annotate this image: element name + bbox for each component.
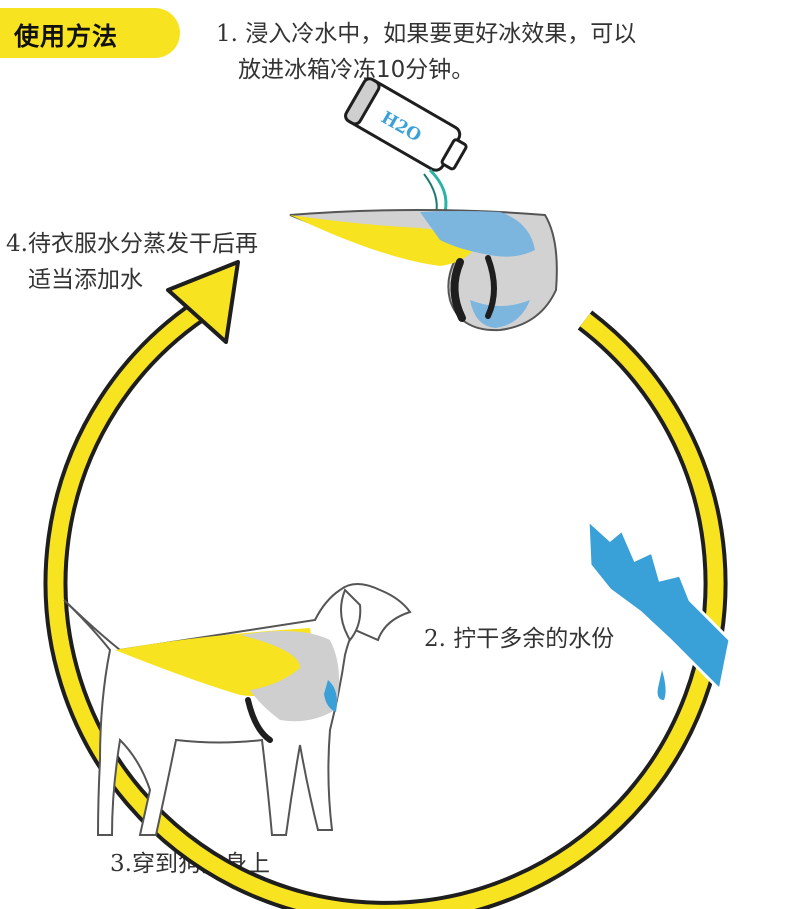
step-2-number: 2. [424,626,446,652]
step-3-number: 3. [110,851,132,877]
dog-vest-yellow [115,628,312,696]
dog-vest-strap [245,697,273,743]
cycle-arrow-arc-fill [47,303,724,909]
step-1-line-2: 放进冰箱冷冻10分钟。 [238,57,475,83]
section-title: 使用方法 [14,22,119,51]
section-title-tag: 使用方法 [0,8,180,58]
dog-vest-blue [324,680,337,712]
cooling-vest [289,209,558,332]
dog-vest-grey [240,631,339,722]
step-1-line-1: 浸入冷水中，如果要更好冰效果，可以 [245,21,637,47]
wrung-vest [586,516,732,700]
step-2-text: 2. 拧干多余的水份 [424,621,614,657]
step-4-line-2: 适当添加水 [28,267,143,293]
water-stream [428,168,448,213]
step-4-text: 4.待衣服水分蒸发干后再 适当添加水 [6,226,258,298]
step-4-number: 4. [6,231,28,257]
step-2-line-1: 拧干多余的水份 [453,626,615,652]
step-1-number: 1. [216,21,238,47]
step-4-line-1: 待衣服水分蒸发干后再 [27,231,258,257]
water-stream-2 [423,173,438,215]
cycle-arrow-head [166,260,240,344]
step-1-text: 1. 浸入冷水中，如果要更好冰效果，可以 放进冰箱冷冻10分钟。 [216,16,636,88]
dog-illustration [63,583,412,836]
water-bottle: H2O [344,77,468,172]
